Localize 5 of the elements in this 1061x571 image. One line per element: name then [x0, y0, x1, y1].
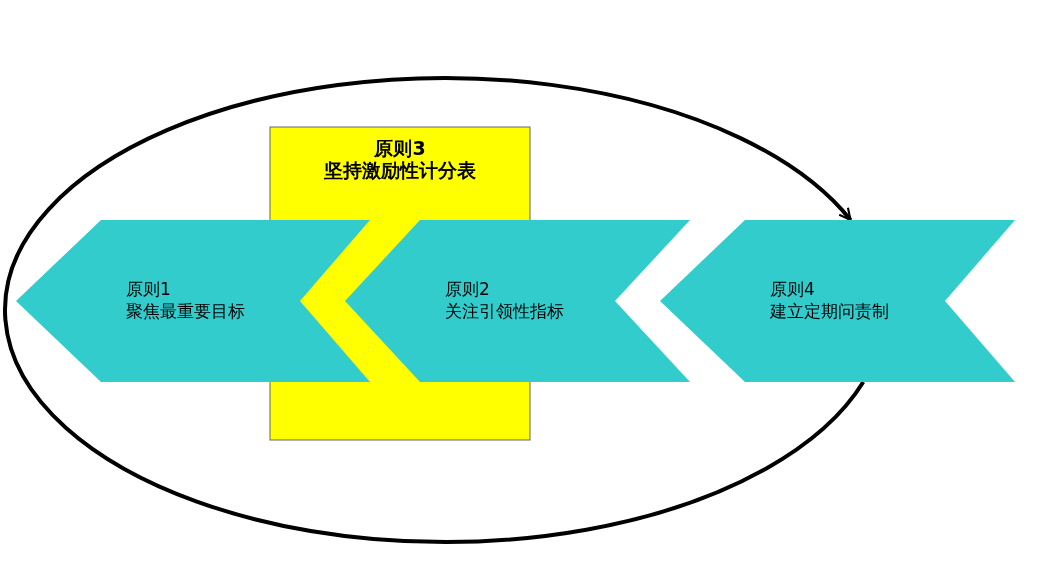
cycle-arrow: [3, 76, 865, 544]
principle-text: 原则2 关注引领性指标: [445, 278, 564, 322]
principle-text: 原则1 聚焦最重要目标: [126, 278, 245, 322]
principle-text: 原则4 建立定期问责制: [770, 278, 889, 322]
principle-text: 原则3 坚持激励性计分表: [323, 137, 477, 181]
